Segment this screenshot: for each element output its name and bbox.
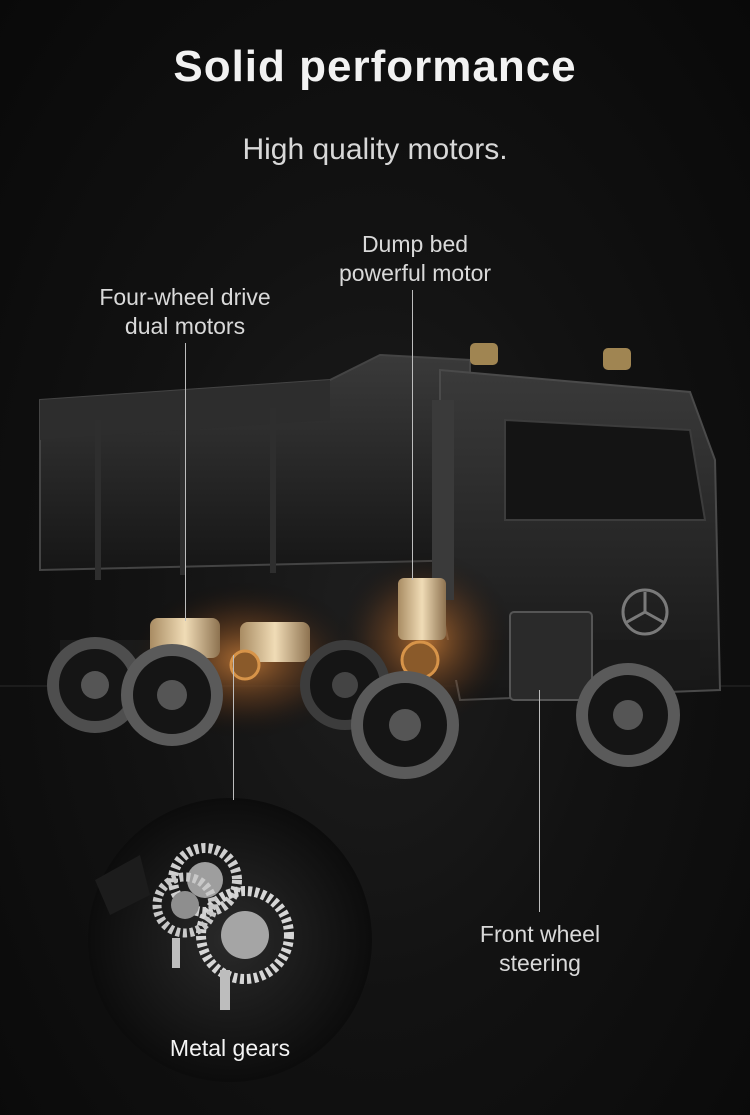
beacon-light-right: [603, 348, 631, 370]
page-subtitle: High quality motors.: [242, 133, 508, 166]
gear-icon: [196, 886, 294, 984]
dump-bed-callout: Dump bed powerful motor: [320, 230, 510, 288]
metal-gears-text: Metal gears: [169, 1035, 291, 1061]
dump-bed-motor: [398, 578, 446, 640]
metal-gears-closeup: [88, 798, 372, 1082]
callout-line: Four-wheel drive: [99, 284, 271, 310]
four-wheel-pointer-line: [185, 343, 186, 621]
steering-servo: [509, 611, 593, 701]
wheel-front-right: [576, 663, 680, 767]
drive-motor-2: [240, 622, 310, 662]
page-title: Solid performance: [173, 42, 577, 91]
dump-bed: [39, 353, 471, 580]
callout-line: steering: [499, 950, 581, 976]
hydraulic-cylinder: [432, 400, 454, 600]
metal-gears-label: Metal gears: [145, 1034, 315, 1063]
front-wheel-pointer-line: [539, 690, 540, 912]
callout-line: Dump bed: [361, 231, 469, 257]
wheel-rear-2: [121, 644, 223, 746]
beacon-light-left: [470, 343, 498, 365]
wheel-front-left: [351, 671, 459, 779]
emblem-icon: [621, 588, 669, 636]
metal-gears-pointer-line: [233, 655, 234, 800]
four-wheel-drive-callout: Four-wheel drive dual motors: [80, 283, 290, 341]
callout-line: Front wheel: [479, 921, 601, 947]
gear-icon: [152, 872, 218, 938]
dump-bed-pointer-line: [412, 290, 413, 580]
front-wheel-steering-callout: Front wheel steering: [460, 920, 620, 978]
callout-line: dual motors: [124, 313, 246, 339]
callout-line: powerful motor: [338, 260, 492, 286]
